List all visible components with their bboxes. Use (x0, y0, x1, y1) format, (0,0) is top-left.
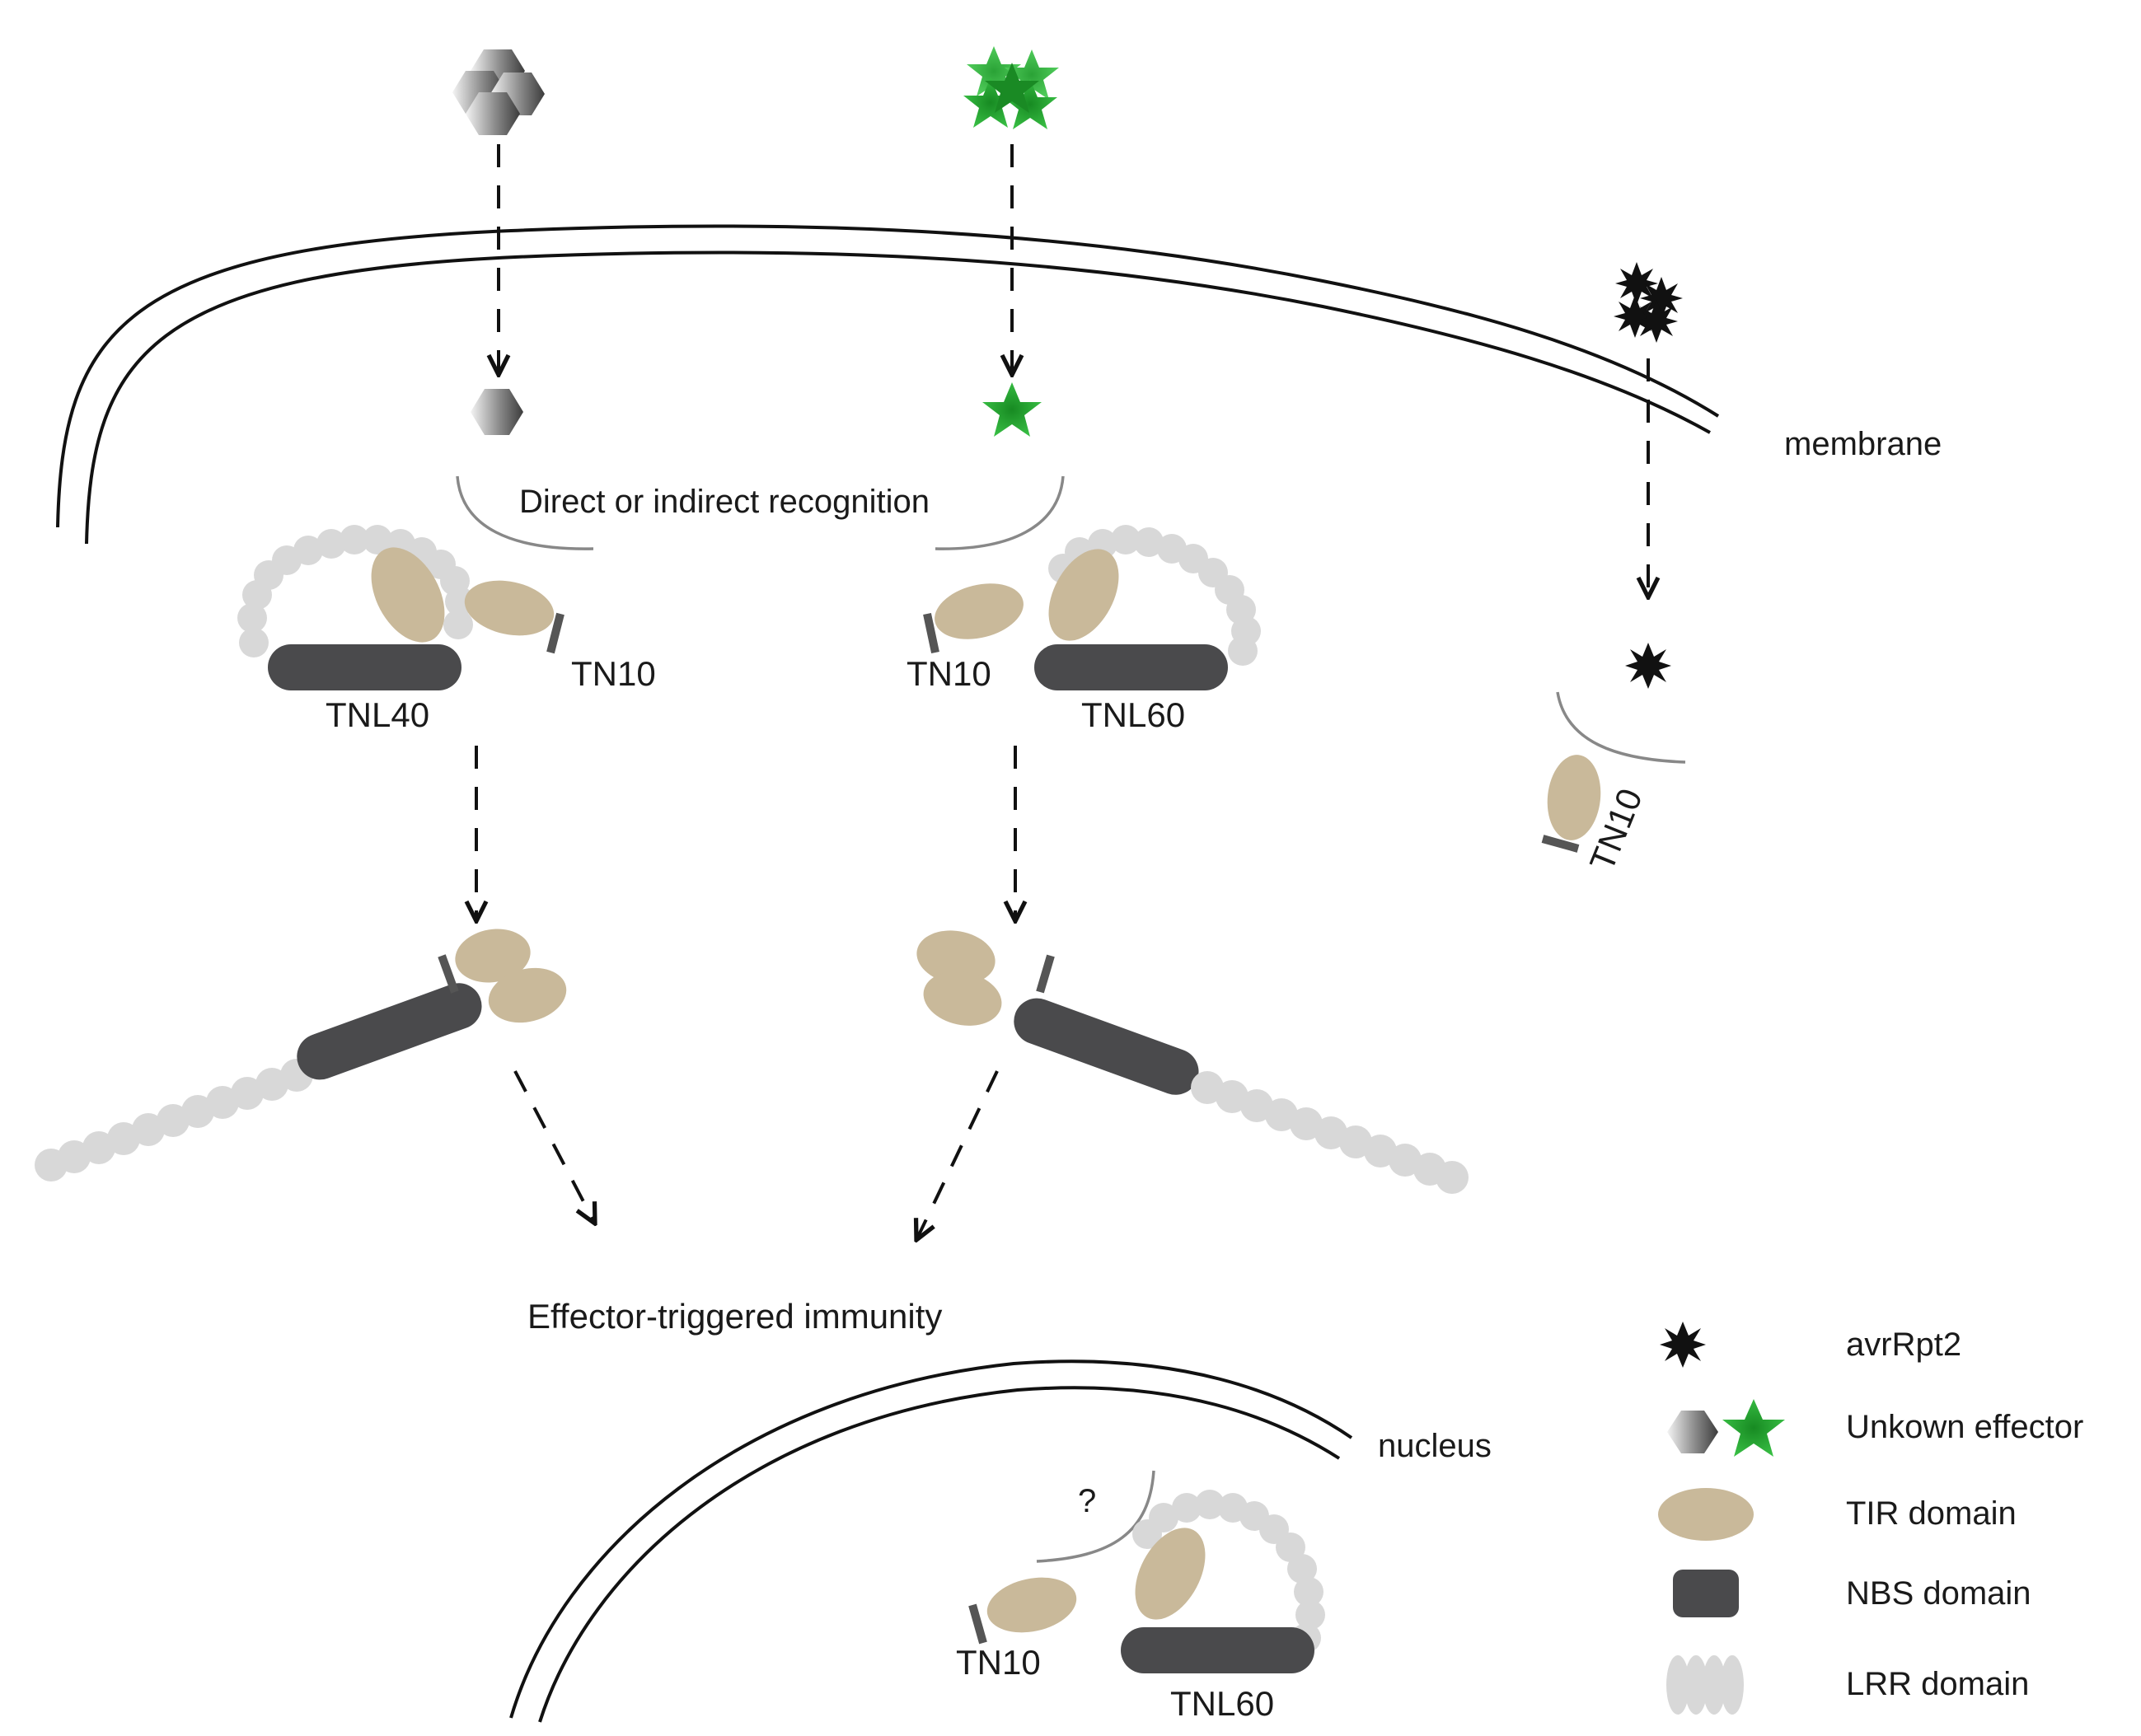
legend-label: TIR domain (1846, 1495, 2017, 1532)
nbs-domain (268, 644, 461, 690)
nucleus-envelope (509, 1359, 1353, 1723)
tn10-nucleus-label: TN10 (956, 1643, 1041, 1682)
tn10-stub (923, 612, 939, 654)
nbs-bar-icon (1673, 1570, 1739, 1617)
tn10-stub (546, 612, 565, 654)
nbs-domain (1014, 998, 1199, 1095)
star-effector-icon (982, 382, 1042, 437)
tir-domain (1135, 1528, 1206, 1620)
tir-domain (371, 547, 445, 643)
tnl60-nucleus-label: TNL60 (1170, 1684, 1274, 1723)
legend: avrRpt2 Unkown effector TIR domain NBS d… (1658, 1322, 2083, 1715)
tir-oval-icon (1658, 1488, 1754, 1541)
recognition-brackets (456, 475, 1686, 1563)
lrr-domain (1191, 1071, 1469, 1194)
tn10-nucleus (968, 1577, 1077, 1645)
avrrpt2-effector-icon (1625, 643, 1671, 689)
legend-label: avrRpt2 (1846, 1327, 1961, 1363)
activated-tnl60 (916, 930, 1469, 1194)
recognition-label: Direct or indirect recognition (519, 484, 930, 520)
tir-domain (455, 929, 531, 983)
question-mark: ? (1078, 1483, 1096, 1519)
avrrpt2-cluster-icon (1614, 262, 1683, 343)
tir-domain (935, 583, 1024, 639)
tn10-right (1541, 755, 1601, 853)
lrr-domain (237, 525, 475, 657)
membrane-label: membrane (1784, 426, 1942, 462)
tir-domain (986, 1577, 1077, 1633)
tir-domain (464, 580, 555, 636)
legend-item-tir: TIR domain (1658, 1488, 2017, 1541)
activated-tnl40 (35, 929, 567, 1182)
eti-label: Effector-triggered immunity (527, 1297, 942, 1336)
tnl40-complex (237, 525, 475, 690)
tn10-stub (1541, 835, 1580, 853)
lrr-domain (35, 1059, 313, 1182)
tn10-stub (1036, 954, 1055, 994)
tn10-stub (438, 954, 459, 994)
star-effector-cluster-icon (963, 46, 1059, 129)
spiky-black-effector-icon (1660, 1322, 1706, 1368)
hexagon-and-star-effector-icon (1667, 1399, 1785, 1457)
effector-entry-arrows (499, 144, 1648, 597)
legend-label: LRR domain (1846, 1666, 2029, 1702)
nbs-domain (1034, 644, 1228, 690)
nucleus-label: nucleus (1378, 1428, 1492, 1464)
tn10-left (464, 580, 565, 654)
tir-domain (1048, 549, 1119, 641)
tnl60-label: TNL60 (1081, 695, 1185, 734)
lrr-domain (1048, 525, 1261, 666)
tnl60-complex (1034, 525, 1261, 690)
hexagon-effector-cluster-icon (452, 49, 545, 135)
tir-domain (488, 967, 567, 1023)
activation-arrows (476, 746, 1015, 1240)
tn10-left-label: TN10 (571, 654, 656, 693)
tn10-stub (968, 1603, 987, 1645)
legend-item-unknown-effector: Unkown effector (1667, 1399, 2083, 1457)
legend-item-lrr: LRR domain (1666, 1655, 2029, 1715)
lrr-wave-icon (1666, 1655, 1744, 1715)
tnl40-label: TNL40 (326, 695, 429, 734)
tnl60-nucleus-complex (1121, 1490, 1325, 1673)
tn10-mid-label: TN10 (907, 654, 991, 693)
cell-membrane (56, 224, 1720, 545)
legend-item-avrrpt2: avrRpt2 (1660, 1322, 1961, 1368)
legend-label: NBS domain (1846, 1575, 2031, 1612)
tir-domain (923, 971, 1002, 1026)
nbs-domain (1121, 1627, 1314, 1673)
hexagon-effector-icon (471, 389, 523, 435)
nbs-domain (297, 983, 482, 1080)
tn10-mid (923, 583, 1024, 654)
tir-domain (1547, 755, 1601, 840)
legend-item-nbs: NBS domain (1673, 1570, 2031, 1617)
legend-label: Unkown effector (1846, 1409, 2083, 1445)
tir-domain (916, 930, 996, 985)
